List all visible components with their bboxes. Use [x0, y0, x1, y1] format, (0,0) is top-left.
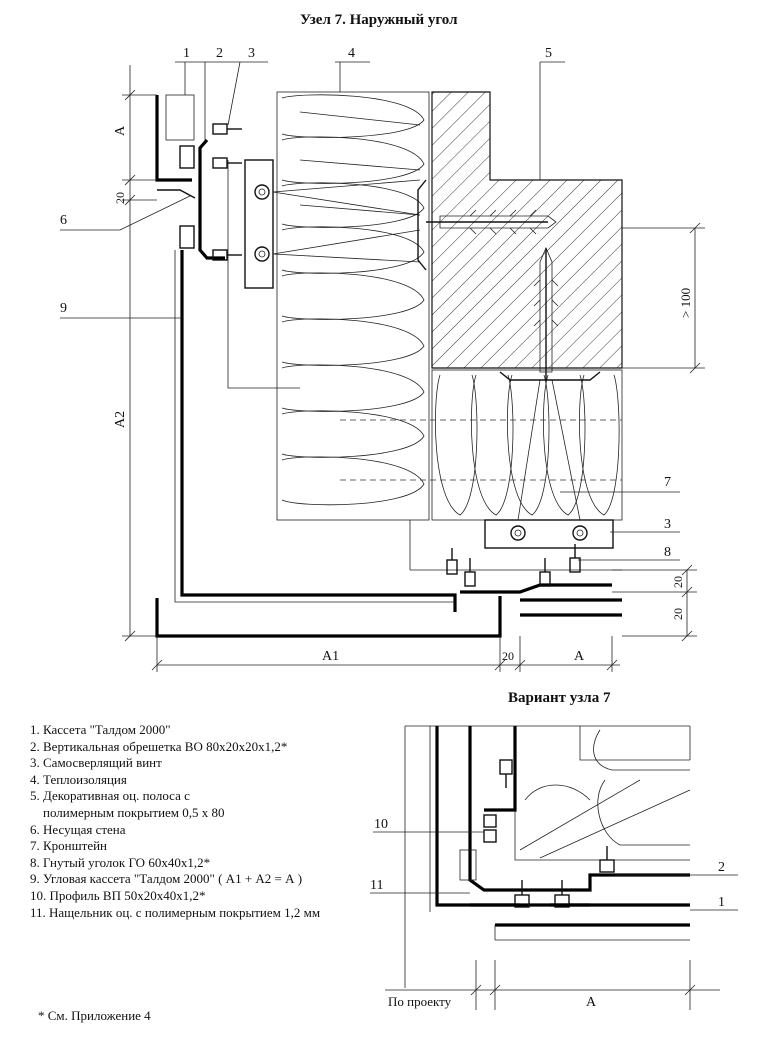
insulation-horizontal: [431, 369, 623, 521]
dim-a-variant: A: [586, 995, 597, 1010]
callout-8: 8: [664, 545, 671, 560]
dim-twenty-r1: 20: [671, 576, 685, 588]
dim-a2: A2: [113, 411, 128, 428]
dim-a-bottom: A: [574, 649, 585, 664]
callout-5: 6: [60, 213, 67, 228]
main-title: Узел 7. Наружный угол: [300, 12, 458, 28]
dim-twenty-bottom: 20: [502, 649, 514, 663]
callout-7: 7: [664, 475, 671, 490]
dim-po-proektu: По проекту: [388, 994, 452, 1009]
callout-3: 3: [248, 46, 255, 61]
legend-item: 11. Нащельник оц. с полимерным покрытием…: [30, 904, 321, 920]
callout-6: 5: [545, 46, 552, 61]
callout-9: 9: [60, 301, 67, 316]
anchor-screw-horizontal: [426, 209, 557, 235]
dim-a1: A1: [322, 649, 339, 664]
cassette-top: [155, 95, 192, 182]
main-callouts: 1 2 3 4 5 6 9 7 3 8: [60, 46, 680, 561]
screws-bottom: [446, 544, 581, 587]
insulation-vertical: [276, 91, 430, 521]
corner-cassette: [180, 250, 457, 612]
callout-2: 2: [216, 46, 223, 61]
bracket-vertical: [244, 159, 421, 289]
dim-a-top: A: [113, 125, 128, 136]
legend-item: 3. Самосверлящий винт: [30, 755, 162, 771]
main-detail: 1 2 3 4 5 6 9 7 3 8: [60, 46, 705, 672]
main-dimensions: A 20 A2 > 100 20 20: [113, 65, 705, 672]
dim-twenty-left: 20: [113, 192, 127, 204]
bracket-horizontal: [484, 379, 614, 549]
variant-callouts: 10 11 2 1: [370, 817, 738, 911]
variant-detail: 10 11 2 1 По проекту A: [370, 725, 738, 1010]
callout-3b: 3: [664, 517, 671, 532]
callout-10: 10: [374, 817, 388, 832]
callout-2-variant: 2: [718, 860, 725, 875]
legend-item: 5. Декоративная оц. полоса с: [30, 788, 190, 804]
anchor-screw-vertical: [533, 246, 559, 380]
footnote: * См. Приложение 4: [38, 1008, 151, 1023]
bearing-wall: [431, 91, 623, 369]
callout-1: 1: [183, 46, 190, 61]
variant-dimensions: По проекту A: [385, 960, 720, 1010]
legend-item: 7. Кронштейн: [30, 838, 108, 854]
legend-item: 1. Кассета "Талдом 2000": [30, 722, 171, 737]
callout-1-variant: 1: [718, 895, 725, 910]
legend-item: 2. Вертикальная обрешетка ВО 80х20х20х1,…: [30, 738, 288, 754]
legend-item: 4. Теплоизоляция: [30, 771, 127, 787]
legend: 1. Кассета "Талдом 2000" 2. Вертикальная…: [30, 722, 390, 921]
dim-twenty-r2: 20: [671, 608, 685, 620]
legend-item: 8. Гнутый уголок ГО 60х40х1,2*: [30, 854, 211, 870]
callout-4: 4: [348, 46, 355, 61]
screws-left: [212, 123, 242, 261]
callout-11: 11: [370, 878, 383, 893]
legend-item: 6. Несущая стена: [30, 821, 126, 837]
legend-item: 10. Профиль ВП 50х20х40х1,2*: [30, 887, 206, 903]
dim-gt100: > 100: [678, 288, 693, 318]
legend-item: 9. Угловая кассета "Талдом 2000" ( А1 + …: [30, 871, 303, 887]
legend-item: полимерным покрытием 0,5 х 80: [30, 804, 225, 820]
variant-title: Вариант узла 7: [508, 690, 611, 706]
